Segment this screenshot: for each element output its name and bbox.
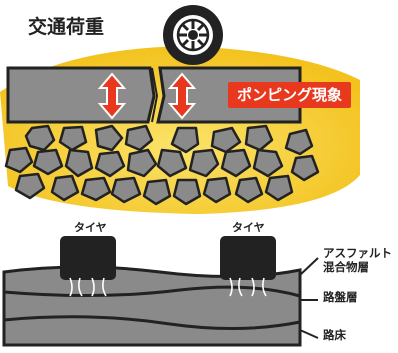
asphalt-line2: 混合物層 <box>323 260 369 275</box>
tire-block-left <box>60 236 116 297</box>
pumping-badge: ポンピング現象 <box>228 82 352 108</box>
asphalt-line1: アスファルト <box>323 246 392 260</box>
base-course-label: 路盤層 <box>323 290 358 304</box>
aggregate-stones <box>4 124 320 206</box>
up-down-arrow-icon <box>167 72 197 120</box>
tire-label-left: タイヤ <box>74 221 107 234</box>
tire-block-right <box>220 236 276 297</box>
traffic-load-label: 交通荷重 <box>28 16 105 38</box>
tire-label-right: タイヤ <box>232 221 265 234</box>
pavement-slab-left <box>6 66 156 124</box>
asphalt-layer-label: アスファルト 混合物層 <box>323 246 392 275</box>
road-cross-section <box>2 265 302 347</box>
tire-icon <box>163 5 223 65</box>
leader-lines <box>299 257 319 339</box>
crack <box>151 67 159 123</box>
up-down-arrow-icon <box>97 72 127 120</box>
subgrade-label: 路床 <box>323 328 346 342</box>
